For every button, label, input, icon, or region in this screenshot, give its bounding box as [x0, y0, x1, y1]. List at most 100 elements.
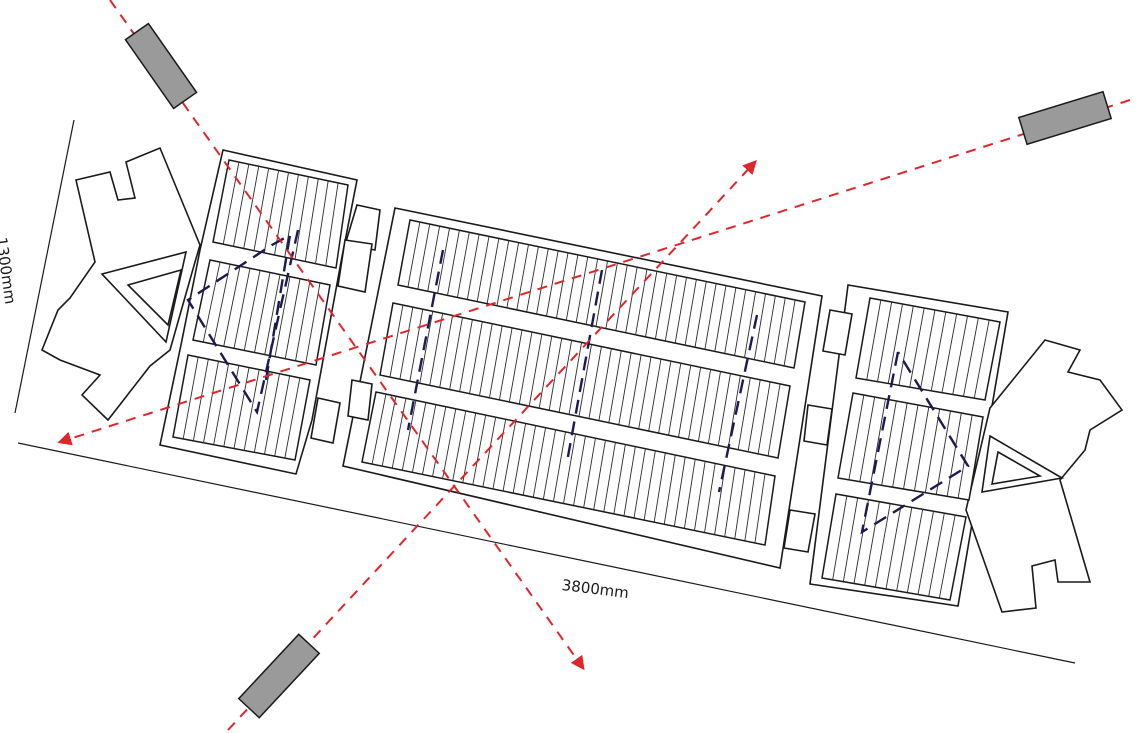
panel-hatch-line [264, 373, 280, 455]
panel-left-2 [192, 259, 331, 366]
panel-hatch-line [928, 513, 945, 597]
panel-hatch-line [526, 246, 539, 313]
panel-hatch-line [274, 375, 291, 457]
panel-hatch-line [683, 459, 696, 529]
panel-hatch-line [608, 350, 622, 423]
panel-hatch-line [595, 260, 608, 327]
panel-hatch-line [407, 221, 421, 288]
panel-hatch-line [903, 404, 919, 490]
panel-hatch-line [305, 282, 321, 363]
panel-hatch-line [767, 383, 781, 456]
panel-hatch-line [568, 342, 583, 415]
panel-hatch-line [192, 359, 209, 441]
panel-hatch-line [877, 301, 893, 382]
panel-hatch-line [233, 367, 250, 449]
panel-hatch-line [633, 448, 646, 519]
panel-hatch-line [508, 329, 523, 403]
panel-hatch-line [274, 276, 291, 357]
panel-center-2 [379, 302, 791, 459]
panel-hatch-line [284, 278, 301, 359]
panel-hatch-line [618, 352, 632, 425]
circulation-path-center-c [717, 314, 759, 493]
panel-hatch-line [648, 358, 662, 432]
panel-hatch-line [203, 361, 219, 443]
panel-hatch-line [628, 354, 642, 427]
panel-hatch-line [668, 363, 682, 436]
panel-hatch-line [489, 325, 503, 398]
panel-hatch-line [763, 295, 776, 362]
panel-hatch-line [399, 307, 414, 380]
panel-hatch-line [653, 452, 666, 523]
panel-hatch-line [456, 232, 470, 298]
panel-hatch-line [263, 170, 280, 253]
panel-hatch-line [717, 373, 731, 446]
panel-hatch-line [459, 319, 473, 392]
panel-hatch-line [563, 433, 576, 504]
panel-hatch-line [724, 467, 736, 537]
panel-hatch-line [304, 178, 319, 262]
panel-hatch-line [243, 270, 261, 351]
panel-hatch-line [182, 357, 199, 439]
panel-hatch-line [538, 336, 553, 409]
panel-hatch-line [213, 264, 231, 345]
panel-hatch-line [502, 421, 517, 492]
center-stair-notch-left-top [337, 239, 373, 293]
sight-rays [57, 0, 1131, 731]
panel-hatch-line [663, 454, 676, 525]
panel-hatch-line [963, 317, 979, 397]
panel-hatch-line [575, 256, 589, 323]
panel-hatch-line [486, 238, 500, 304]
panel-frame [361, 391, 776, 546]
panel-hatch-line [528, 334, 543, 407]
panel-hatch-line [613, 444, 626, 514]
panel-hatch-line [253, 168, 270, 251]
panel-hatch-line [623, 446, 636, 517]
panel-center-3 [361, 391, 776, 546]
left-annex-triangle-inner [126, 268, 183, 327]
panel-hatch-line [437, 228, 450, 294]
panel-hatch-line [935, 410, 951, 495]
panel-hatch-line [427, 226, 441, 292]
panel-hatch-line [202, 261, 221, 343]
panel-hatch-line [243, 166, 260, 249]
circulation-path-right [860, 351, 970, 535]
solar-panels [172, 159, 1001, 601]
right-annex-triangle [981, 434, 1065, 493]
panel-hatch-line [498, 327, 513, 400]
panel-hatch-line [449, 317, 463, 390]
panel-hatch-line [381, 396, 397, 467]
panel-hatch-line [552, 431, 566, 502]
panel-hatch-line [658, 361, 672, 434]
panel-hatch-line [422, 404, 437, 475]
viewpoint-top-left [124, 22, 198, 110]
panel-hatch-line [783, 299, 796, 366]
panel-hatch-line [565, 254, 579, 321]
panel-hatch-line [753, 293, 766, 360]
panel-hatch-line [536, 248, 549, 315]
panel-hatch-line [938, 514, 956, 599]
panel-hatch-line [920, 309, 936, 390]
panel-hatch-line [757, 381, 771, 454]
panel-hatch-line [389, 304, 404, 378]
panel-hatch-line [952, 315, 968, 395]
panel-hatch-line [654, 273, 668, 340]
panel-hatch-line [516, 244, 529, 310]
panel-hatch-line [391, 398, 407, 469]
panel-hatch-line [479, 323, 493, 396]
panel-hatch-line [447, 230, 460, 296]
panel-hatch-line [429, 313, 444, 386]
panel-hatch-line [253, 371, 270, 453]
panel-hatch-line [892, 402, 908, 488]
panel-hatch-line [747, 379, 761, 452]
panel-hatch-line [548, 338, 563, 411]
panel-hatch-line [645, 271, 658, 337]
panel-hatch-line [688, 367, 702, 440]
panel-hatch-line [469, 321, 483, 394]
panel-hatch-line [885, 505, 902, 590]
panel-hatch-line [555, 252, 569, 319]
panel-right-1 [855, 297, 1001, 401]
panel-hatch-line [542, 429, 556, 500]
circulation-path-center-a [406, 249, 445, 431]
viewpoint-top-right [1017, 90, 1113, 146]
panel-hatch-line [222, 161, 240, 245]
